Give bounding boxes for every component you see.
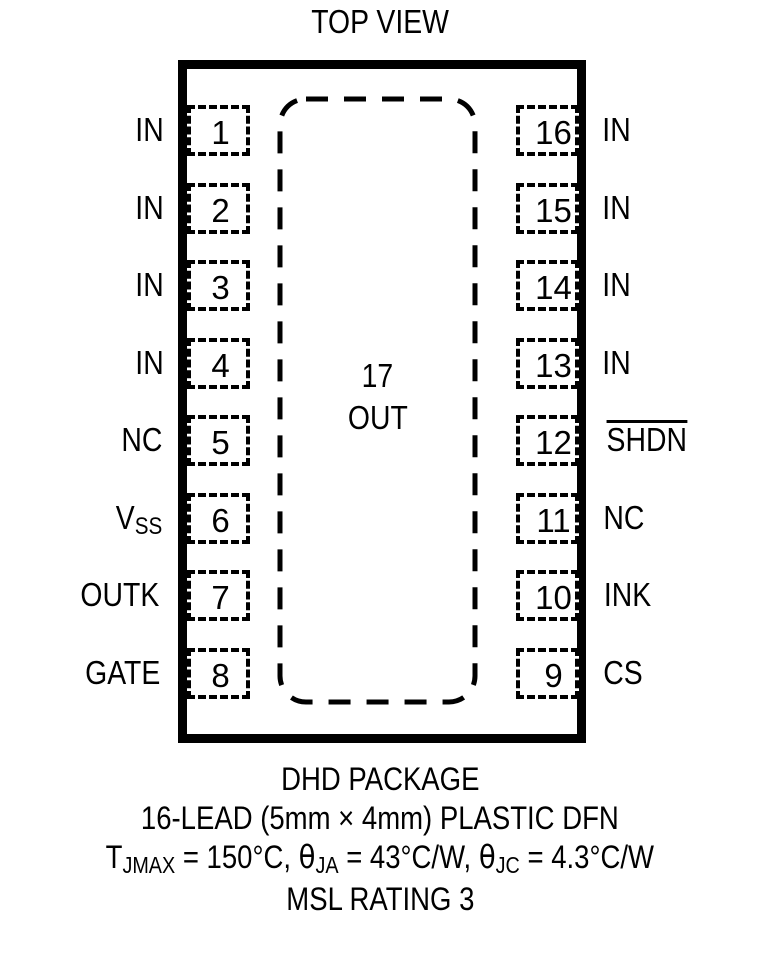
- pin-label-5: NC: [121, 421, 163, 458]
- pin-number-7: 7: [211, 579, 230, 616]
- pin-cell-16: 16: [516, 105, 579, 156]
- pin-label-15: IN: [602, 189, 631, 226]
- pin-cell-4: 4: [187, 338, 250, 389]
- theta-jc-value: = 4.3°C/W: [520, 839, 655, 875]
- pin-number-13: 13: [535, 347, 572, 384]
- caption-lead-description: 16-LEAD (5mm × 4mm) PLASTIC DFN: [141, 800, 619, 836]
- pin-number-5: 5: [211, 424, 230, 461]
- pin-label-6: VSS: [0, 493, 166, 544]
- theta-ja-value: = 43°C/W,: [338, 839, 480, 875]
- pin-cell-8: 8: [187, 648, 250, 699]
- pin-number-8: 8: [211, 657, 230, 694]
- tjmax-subscript: JMAX: [122, 852, 176, 878]
- pin-label-9: CS: [603, 654, 643, 691]
- pin-label-6-subscript: SS: [134, 513, 163, 540]
- pin-cell-14: 14: [516, 260, 579, 311]
- pin-label-4: IN: [135, 344, 164, 381]
- pin-number-10: 10: [535, 579, 572, 616]
- pin-number-15: 15: [535, 192, 572, 229]
- pin-label-3: IN: [135, 266, 164, 303]
- package-caption: DHD PACKAGE 16-LEAD (5mm × 4mm) PLASTIC …: [0, 760, 760, 919]
- caption-package-name: DHD PACKAGE: [280, 761, 480, 797]
- pin-label-10: INK: [603, 576, 652, 613]
- page-title: TOP VIEW: [0, 2, 760, 42]
- pin-number-14: 14: [535, 269, 572, 306]
- package-body-outline: [178, 60, 586, 743]
- pin-cell-5: 5: [187, 415, 250, 466]
- theta-jc-subscript: JC: [495, 852, 521, 878]
- pin-cell-1: 1: [187, 105, 250, 156]
- pin-number-12: 12: [535, 424, 572, 461]
- pin-cell-11: 11: [516, 493, 579, 544]
- pin-label-2: IN: [135, 189, 164, 226]
- pin-label-6-base: V: [115, 499, 135, 536]
- pin-number-6: 6: [211, 502, 230, 539]
- pin-number-2: 2: [211, 192, 230, 229]
- pin-label-7: OUTK: [80, 576, 160, 613]
- tjmax-value: = 150°C,: [175, 839, 299, 875]
- pin-number-16: 16: [535, 114, 572, 151]
- pin-number-3: 3: [211, 269, 230, 306]
- theta-jc-symbol: θ: [479, 838, 496, 876]
- caption-thermal-specs: TJMAX = 150°C, θJA = 43°C/W, θJC = 4.3°C…: [0, 838, 760, 880]
- pin-label-11: NC: [603, 499, 645, 536]
- pin-cell-7: 7: [187, 570, 250, 621]
- pin-number-11: 11: [536, 502, 571, 539]
- pin-label-1: IN: [135, 111, 164, 148]
- pin-number-9: 9: [544, 657, 563, 694]
- pin-label-16: IN: [602, 111, 631, 148]
- pin-cell-13: 13: [516, 338, 579, 389]
- pin-number-4: 4: [211, 347, 230, 384]
- pin-label-14: IN: [602, 266, 631, 303]
- pin-cell-2: 2: [187, 183, 250, 234]
- pin-label-12-overbar: SHDN: [606, 420, 687, 458]
- exposed-pad-labels: 17 OUT: [277, 355, 478, 439]
- pin-cell-3: 3: [187, 260, 250, 311]
- pin-cell-6: 6: [187, 493, 250, 544]
- top-view-label: TOP VIEW: [311, 3, 449, 40]
- pin-label-12: SHDN: [600, 415, 760, 466]
- theta-ja-subscript: JA: [315, 852, 339, 878]
- pin-cell-15: 15: [516, 183, 579, 234]
- theta-ja-symbol: θ: [298, 838, 316, 876]
- pin-label-13: IN: [602, 344, 631, 381]
- pin-cell-10: 10: [516, 570, 579, 621]
- pin-number-1: 1: [211, 114, 230, 151]
- exposed-pad-outline: [277, 96, 478, 705]
- pin-label-8: GATE: [84, 654, 160, 691]
- pin-cell-9: 9: [516, 648, 579, 699]
- caption-msl-rating: MSL RATING 3: [285, 881, 475, 917]
- exposed-pad-name: OUT: [347, 399, 408, 436]
- pin-cell-12: 12: [516, 415, 579, 466]
- exposed-pad-number: 17: [361, 357, 394, 394]
- tjmax-symbol: T: [105, 839, 123, 875]
